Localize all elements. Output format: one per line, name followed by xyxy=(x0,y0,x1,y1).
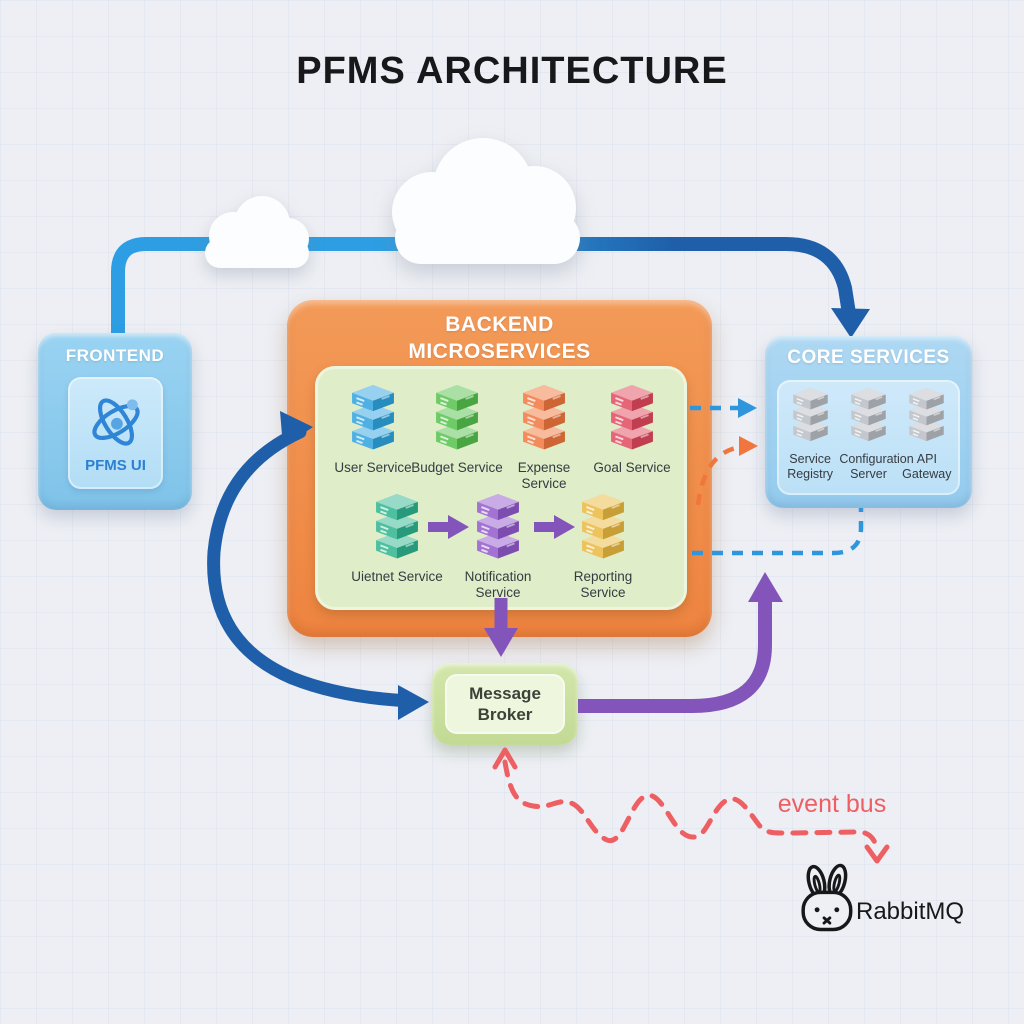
core-configuration-server: Configuration Server xyxy=(839,388,914,495)
arrowhead xyxy=(748,572,783,602)
event-bus-up-arrowhead xyxy=(492,747,518,770)
service-label: Notification Service xyxy=(464,569,532,601)
server-stack-icon xyxy=(469,494,527,562)
cloud-icon-small xyxy=(205,196,309,268)
service-label: Expense Service xyxy=(517,460,571,492)
service-label: Budget Service xyxy=(411,460,503,475)
core-services-panel: Service Registry Configuration Server AP… xyxy=(777,380,960,495)
core-to-backend-dashed-blue xyxy=(692,508,864,556)
service-goal: Goal Service xyxy=(584,385,680,476)
service-uietnet: Uietnet Service xyxy=(349,494,445,585)
frontend-box: FRONTEND PFMS UI xyxy=(38,333,192,510)
arrowhead xyxy=(738,398,757,418)
server-stack-icon xyxy=(368,494,426,562)
service-expense: Expense Service xyxy=(496,385,592,493)
cloud-icon-large xyxy=(392,138,580,264)
core-services-box: CORE SERVICES Service Registry Configura… xyxy=(765,336,972,508)
event-bus-down-arrowhead xyxy=(864,844,890,864)
message-broker-inner: Message Broker xyxy=(445,674,565,734)
service-notification: Notification Service xyxy=(450,494,546,602)
frontend-app-card: PFMS UI xyxy=(68,377,163,489)
server-stack-icon xyxy=(344,385,402,453)
service-label: Goal Service xyxy=(593,460,671,475)
core-service-label: API Gateway xyxy=(902,452,952,481)
server-stack-icon xyxy=(787,388,834,444)
backend-title-line1: BACKEND xyxy=(445,313,554,336)
core-api-gateway: API Gateway xyxy=(898,388,956,495)
frontend-app-label: PFMS UI xyxy=(85,456,146,474)
backend-title-line2: MICROSERVICES xyxy=(408,340,591,364)
server-stack-icon xyxy=(574,494,632,562)
service-budget: Budget Service xyxy=(409,385,505,476)
service-label: Uietnet Service xyxy=(351,569,443,584)
page-title: PFMS ARCHITECTURE xyxy=(296,50,728,92)
broker-entry-arrowhead xyxy=(398,685,429,720)
core-service-registry: Service Registry xyxy=(781,388,839,495)
server-stack-icon xyxy=(515,385,573,453)
service-reporting: Reporting Service xyxy=(555,494,651,602)
server-stack-icon xyxy=(603,385,661,453)
event-bus-label: event bus xyxy=(777,790,887,818)
backend-title: BACKEND MICROSERVICES xyxy=(287,311,712,366)
service-label: Reporting Service xyxy=(573,569,633,601)
message-broker-label: Message Broker xyxy=(469,683,541,724)
core-service-label: Service Registry xyxy=(787,452,834,481)
atom-icon xyxy=(87,393,145,451)
server-stack-icon xyxy=(845,388,892,444)
rabbitmq-label: RabbitMQ xyxy=(856,898,965,925)
backend-microservices-box: BACKEND MICROSERVICES User Service Budge… xyxy=(287,300,712,637)
arrowhead xyxy=(739,436,758,456)
core-service-label: Configuration Server xyxy=(839,452,914,481)
service-label: User Service xyxy=(334,460,412,475)
core-services-arrowhead xyxy=(831,308,870,338)
frontend-title: FRONTEND xyxy=(65,346,165,365)
core-services-title: CORE SERVICES xyxy=(787,347,950,368)
server-stack-icon xyxy=(903,388,950,444)
service-user: User Service xyxy=(325,385,421,476)
message-broker-box: Message Broker xyxy=(432,663,578,745)
rabbit-icon xyxy=(801,863,853,932)
server-stack-icon xyxy=(428,385,486,453)
